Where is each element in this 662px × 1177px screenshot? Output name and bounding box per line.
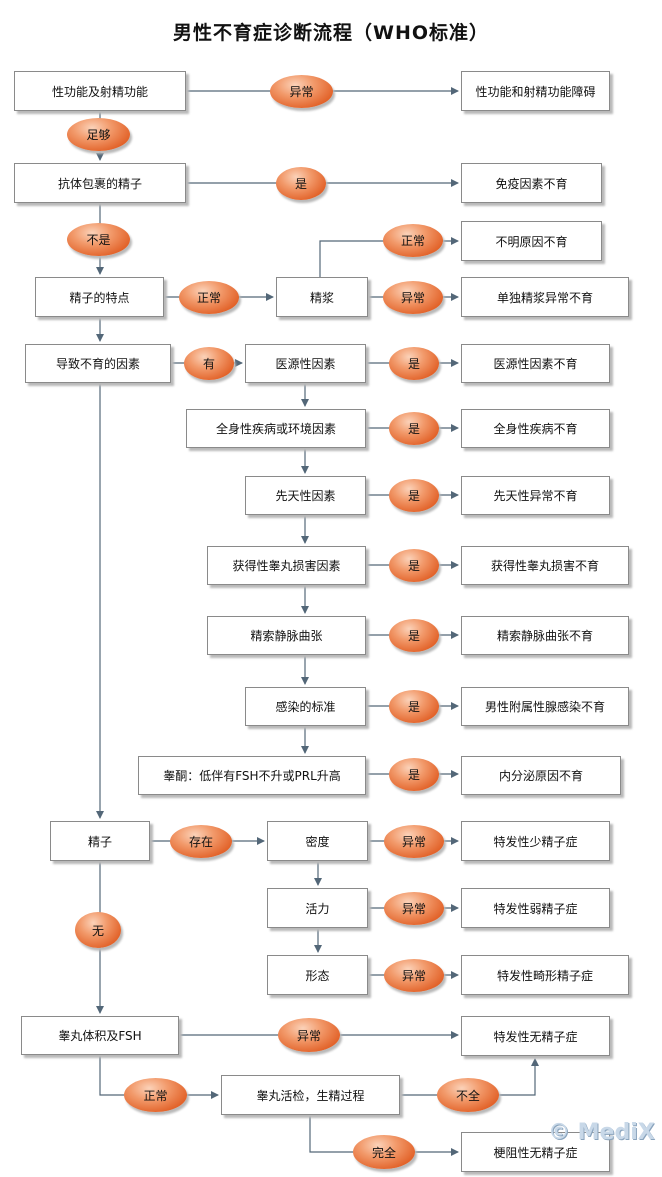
congenital-result-box: 先天性异常不育 xyxy=(461,476,610,515)
decision-oval: 异常 xyxy=(384,959,444,992)
oligo-box: 特发性少精子症 xyxy=(461,821,610,861)
morphology-box: 形态 xyxy=(267,955,368,995)
decision-oval: 异常 xyxy=(384,825,444,858)
decision-oval: 正常 xyxy=(124,1078,187,1112)
density-box: 密度 xyxy=(267,821,368,861)
systemic-result-box: 全身性疾病不育 xyxy=(461,409,610,448)
congenital-box: 先天性因素 xyxy=(245,476,366,515)
watermark: © MediX xyxy=(548,1120,655,1145)
decision-oval: 是 xyxy=(389,619,439,652)
decision-oval: 存在 xyxy=(170,825,232,858)
decision-oval: 是 xyxy=(389,347,439,380)
decision-oval: 不全 xyxy=(437,1078,499,1112)
decision-oval: 是 xyxy=(389,758,439,791)
decision-oval: 有 xyxy=(184,347,234,380)
decision-oval: 是 xyxy=(389,549,439,582)
infection-result-box: 男性附属性腺感染不育 xyxy=(461,687,629,726)
testosterone-box: 睾酮：低伴有FSH不升或PRL升高 xyxy=(138,756,366,795)
antibody-box: 抗体包裹的精子 xyxy=(14,163,186,203)
decision-oval: 足够 xyxy=(67,118,130,151)
semen-box: 精浆 xyxy=(276,277,368,317)
iatrogenic-result-box: 医源性因素不育 xyxy=(461,344,610,383)
varicocele-result-box: 精索静脉曲张不育 xyxy=(461,616,629,655)
semen-abnormal-box: 单独精浆异常不育 xyxy=(461,277,629,317)
motility-box: 活力 xyxy=(267,888,368,928)
sperm-box: 精子 xyxy=(50,821,150,861)
decision-oval: 不是 xyxy=(67,223,130,256)
varicocele-box: 精索静脉曲张 xyxy=(207,616,366,655)
decision-oval: 无 xyxy=(75,912,121,948)
sexual-disorder-box: 性功能和射精功能障碍 xyxy=(461,71,610,111)
decision-oval: 是 xyxy=(276,167,326,200)
decision-oval: 是 xyxy=(389,412,439,445)
systemic-box: 全身性疾病或环境因素 xyxy=(186,409,366,448)
infertility-factors-box: 导致不育的因素 xyxy=(25,344,171,383)
immune-box: 免疫因素不育 xyxy=(461,163,602,203)
terato-box: 特发性畸形精子症 xyxy=(461,955,629,995)
page-title: 男性不育症诊断流程（WHO标准） xyxy=(172,22,489,44)
sperm-features-box: 精子的特点 xyxy=(35,277,164,317)
obstructive-box: 梗阻性无精子症 xyxy=(461,1132,610,1172)
astheno-box: 特发性弱精子症 xyxy=(461,888,610,928)
acquired-result-box: 获得性睾丸损害不育 xyxy=(461,546,629,585)
unexplained-box: 不明原因不育 xyxy=(461,221,602,261)
endocrine-result-box: 内分泌原因不育 xyxy=(461,756,621,795)
infection-box: 感染的标准 xyxy=(245,687,366,726)
azoo-box: 特发性无精子症 xyxy=(461,1016,610,1056)
decision-oval: 正常 xyxy=(179,281,239,314)
biopsy-box: 睾丸活检，生精过程 xyxy=(221,1075,400,1115)
acquired-box: 获得性睾丸损害因素 xyxy=(207,546,366,585)
decision-oval: 异常 xyxy=(270,75,333,108)
decision-oval: 异常 xyxy=(278,1018,340,1052)
decision-oval: 正常 xyxy=(383,224,443,257)
testis-fsh-box: 睾丸体积及FSH xyxy=(21,1016,179,1055)
decision-oval: 异常 xyxy=(384,892,444,925)
decision-oval: 完全 xyxy=(353,1135,415,1169)
decision-oval: 是 xyxy=(389,479,439,512)
decision-oval: 是 xyxy=(389,690,439,723)
iatrogenic-box: 医源性因素 xyxy=(245,344,366,383)
sexual-function-box: 性功能及射精功能 xyxy=(14,71,186,111)
decision-oval: 异常 xyxy=(383,281,443,314)
